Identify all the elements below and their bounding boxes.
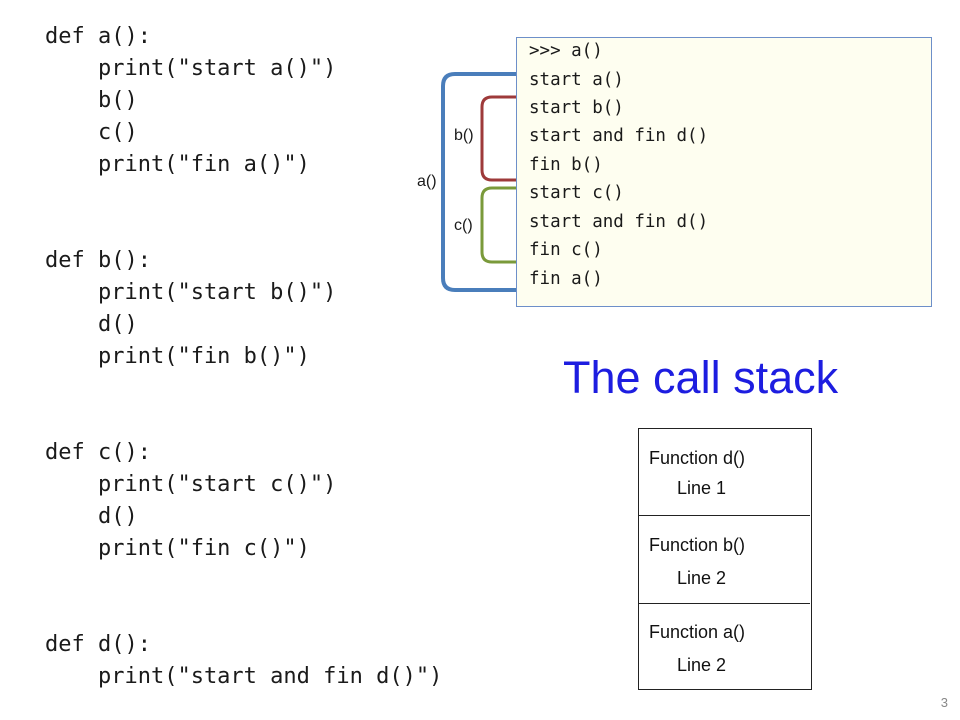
code-line: def b(): (45, 248, 151, 273)
stack-frame-b-name: Function b() (649, 535, 746, 555)
code-line: print("fin b()") (45, 344, 310, 369)
console-line: start b() (529, 98, 624, 118)
bracket-label-c: c() (454, 217, 473, 234)
stack-frame-d-name: Function d() (649, 448, 746, 468)
code-line: def c(): (45, 440, 151, 465)
code-line: print("fin a()") (45, 152, 310, 177)
code-line: d() (45, 312, 138, 337)
console-line: start and fin d() (529, 126, 709, 146)
code-line: b() (45, 88, 138, 113)
code-line: d() (45, 504, 138, 529)
bracket-a (441, 72, 522, 292)
code-line: def d(): (45, 632, 151, 657)
code-line: print("start a()") (45, 56, 337, 81)
code-line: print("start and fin d()") (45, 664, 443, 689)
call-stack: Function d() Line 1 Function b() Line 2 … (638, 428, 812, 690)
console-line: start a() (529, 70, 624, 90)
stack-divider (639, 515, 810, 516)
code-line: print("start c()") (45, 472, 337, 497)
bracket-c (480, 186, 520, 264)
console-line: >>> a() (529, 41, 603, 61)
bracket-b (480, 95, 520, 182)
console-output: >>> a() start a() start b() start and fi… (516, 37, 932, 307)
slide-title: The call stack (563, 352, 839, 403)
code-line: def a(): (45, 24, 151, 49)
stack-frame-a-line: Line 2 (677, 655, 727, 675)
console-line: start c() (529, 183, 624, 203)
code-line: c() (45, 120, 138, 145)
page-number: 3 (940, 695, 948, 710)
console-line: fin a() (529, 269, 603, 289)
stack-divider (639, 603, 810, 604)
code-line: print("fin c()") (45, 536, 310, 561)
stack-frame-a-name: Function a() (649, 622, 746, 642)
stack-frame-b-line: Line 2 (677, 568, 727, 588)
console-line: fin b() (529, 155, 603, 175)
code-listing: def a(): print("start a()") b() c() prin… (45, 0, 442, 689)
code-line: print("start b()") (45, 280, 337, 305)
console-line: start and fin d() (529, 212, 709, 232)
stack-frame-d-line: Line 1 (677, 478, 727, 498)
console-line: fin c() (529, 240, 603, 260)
bracket-label-a: a() (417, 173, 437, 190)
bracket-label-b: b() (454, 127, 474, 144)
